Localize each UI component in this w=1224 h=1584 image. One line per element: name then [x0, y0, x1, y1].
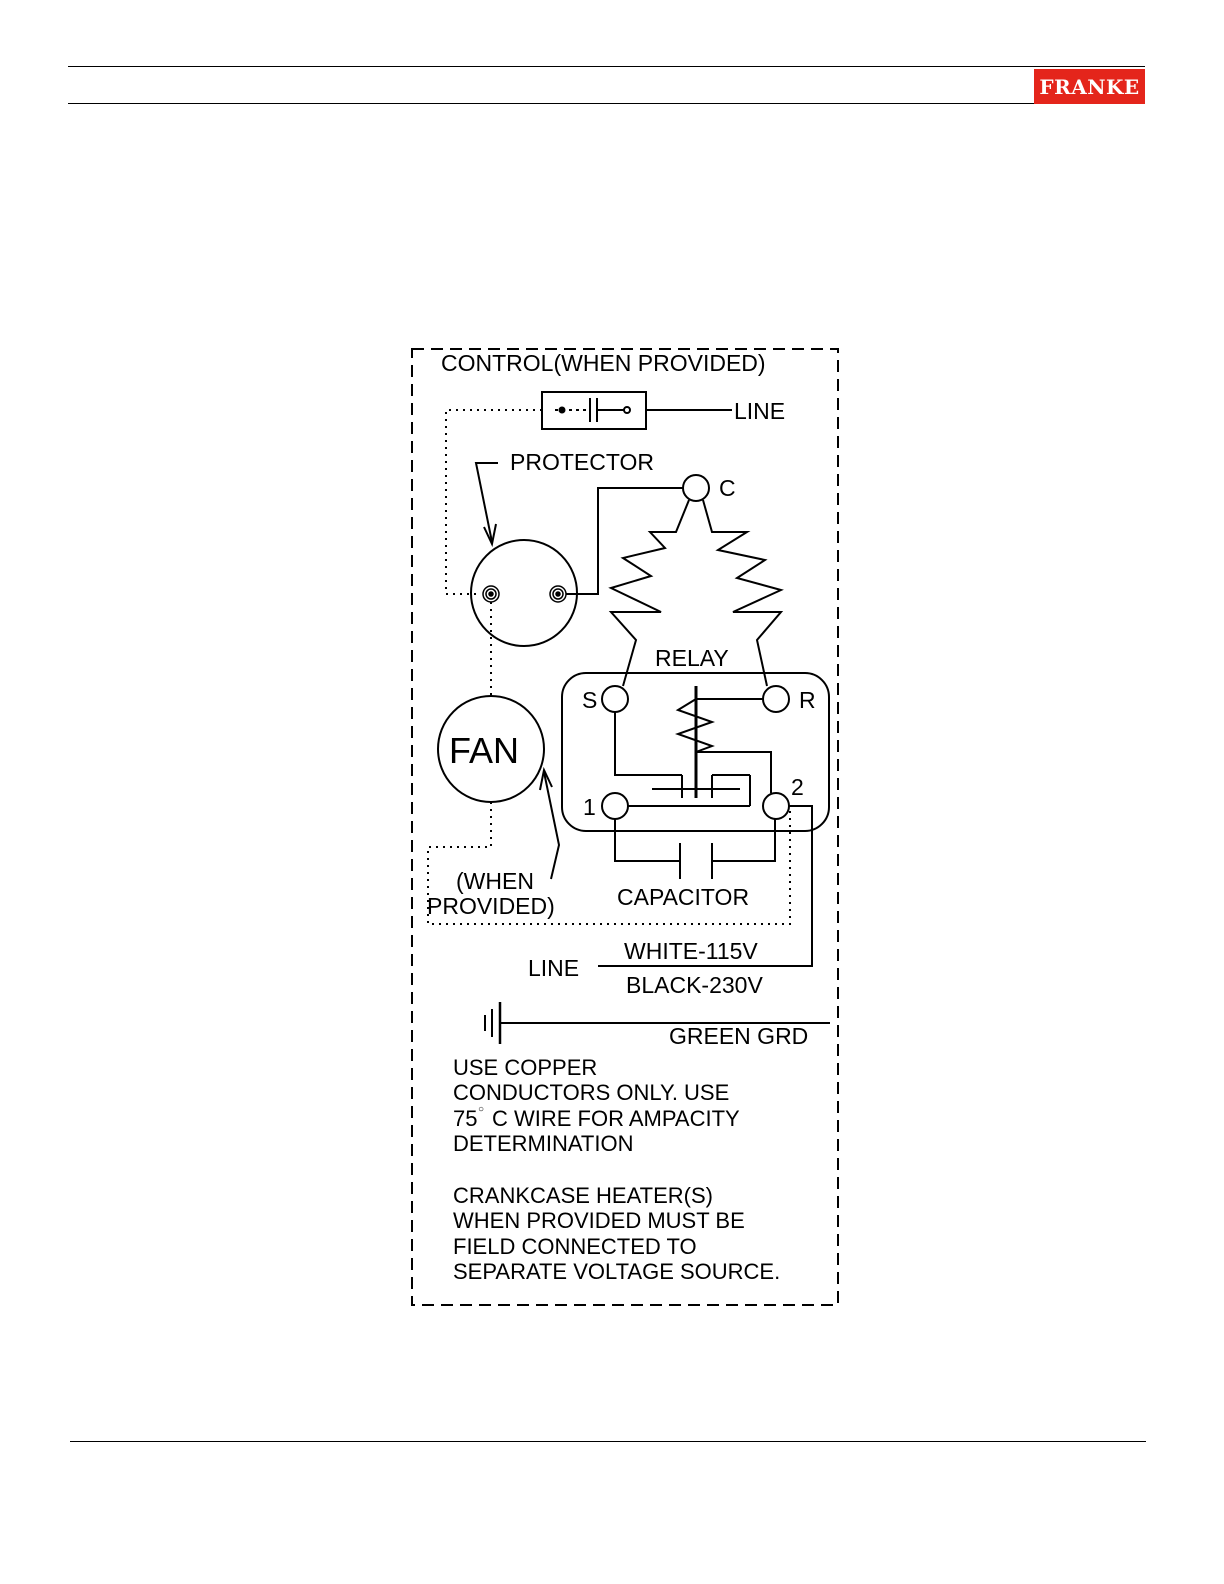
terminal-2-label: 2: [791, 774, 804, 800]
terminal-c-label: C: [719, 475, 736, 501]
fan-pointer-arrow: [544, 772, 559, 879]
relay-internals: [615, 686, 771, 806]
svg-text:C WIRE FOR AMPACITY: C WIRE FOR AMPACITY: [492, 1106, 740, 1131]
white-115v-label: WHITE-115V: [624, 938, 758, 964]
crankcase-heater-note: CRANKCASE HEATER(S) WHEN PROVIDED MUST B…: [453, 1183, 780, 1284]
when-label: (WHEN: [456, 868, 534, 894]
green-ground-label: GREEN GRD: [669, 1023, 808, 1049]
terminal-1-label: 1: [583, 794, 596, 820]
control-switch-symbol: [542, 392, 732, 429]
terminal-s: [602, 686, 628, 712]
black-230v-label: BLACK-230V: [626, 972, 763, 998]
svg-text:CONDUCTORS ONLY. USE: CONDUCTORS ONLY. USE: [453, 1080, 729, 1105]
svg-text:75: 75: [453, 1106, 477, 1131]
terminal-s-label: S: [582, 687, 597, 713]
terminal-r: [763, 686, 789, 712]
svg-text:SEPARATE VOLTAGE SOURCE.: SEPARATE VOLTAGE SOURCE.: [453, 1259, 780, 1284]
fan-label: FAN: [449, 730, 519, 771]
terminal-1: [602, 793, 628, 819]
line-bottom-label: LINE: [528, 955, 579, 981]
svg-text:DETERMINATION: DETERMINATION: [453, 1131, 633, 1156]
capacitor-label: CAPACITOR: [617, 884, 749, 910]
control-label: CONTROL(WHEN PROVIDED): [441, 350, 766, 376]
capacitor-symbol: [615, 819, 775, 879]
terminal-r-label: R: [799, 687, 816, 713]
copper-conductors-note: USE COPPER CONDUCTORS ONLY. USE 75 ○ C W…: [453, 1055, 740, 1156]
line-top-label: LINE: [734, 398, 785, 424]
provided-label: PROVIDED): [427, 893, 555, 919]
protector-label: PROTECTOR: [510, 449, 654, 475]
relay-label: RELAY: [655, 645, 729, 671]
protector-terminals: [483, 586, 566, 602]
svg-text:○: ○: [478, 1104, 484, 1115]
protector-symbol: [471, 540, 577, 646]
control-dotted-wire: [446, 410, 542, 594]
protector-to-c-wire: [566, 488, 683, 594]
svg-text:WHEN PROVIDED MUST BE: WHEN PROVIDED MUST BE: [453, 1208, 745, 1233]
svg-text:USE COPPER: USE COPPER: [453, 1055, 597, 1080]
terminal-c: [683, 475, 709, 501]
svg-text:CRANKCASE HEATER(S): CRANKCASE HEATER(S): [453, 1183, 713, 1208]
svg-text:FIELD CONNECTED TO: FIELD CONNECTED TO: [453, 1234, 697, 1259]
terminal-2: [763, 793, 789, 819]
